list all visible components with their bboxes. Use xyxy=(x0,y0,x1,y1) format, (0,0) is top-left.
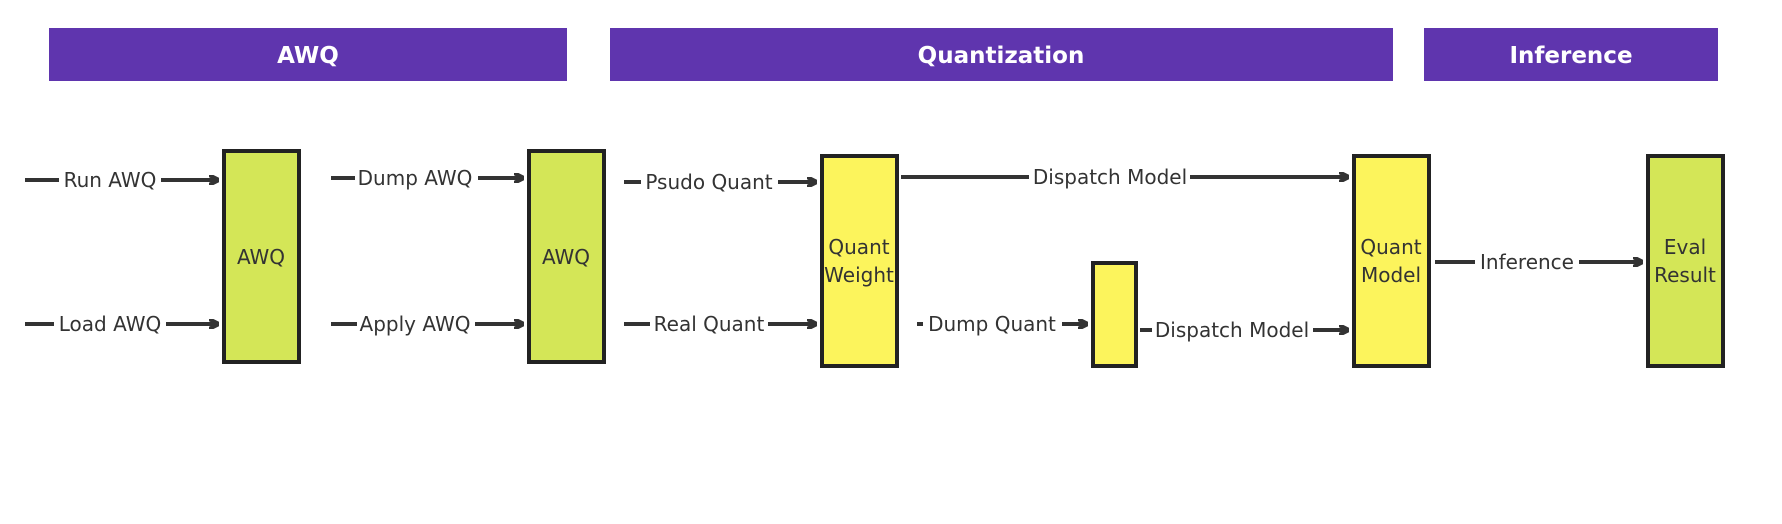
node-quant-model-label-line1: Quant xyxy=(1360,235,1421,259)
header-awq-label: AWQ xyxy=(277,43,339,69)
node-eval-result-label-line1: Eval xyxy=(1664,235,1706,259)
node-quant-weight-label-line1: Quant xyxy=(828,235,889,259)
node-quant-model: Quant Model xyxy=(1352,154,1431,368)
edge-load-awq: Load AWQ xyxy=(25,312,217,336)
node-quant-weight-label-line2: Weight xyxy=(824,263,894,287)
node-quant-weight: Quant Weight xyxy=(820,154,899,368)
node-quant-model-label-line2: Model xyxy=(1361,263,1421,287)
edge-dispatch-model-bottom-label: Dispatch Model xyxy=(1155,318,1309,342)
edge-dispatch-model-bottom: Dispatch Model xyxy=(1140,318,1347,342)
node-awq-1-label: AWQ xyxy=(237,245,285,269)
edge-psudo-quant-label: Psudo Quant xyxy=(645,170,772,194)
edge-run-awq-label: Run AWQ xyxy=(64,168,157,192)
header-inference-label: Inference xyxy=(1509,43,1632,69)
edge-dump-quant: Dump Quant xyxy=(917,312,1086,336)
edge-dump-awq-label: Dump AWQ xyxy=(358,166,473,190)
node-awq-2: AWQ xyxy=(527,149,606,364)
header-inference: Inference xyxy=(1424,28,1718,81)
edge-dump-awq: Dump AWQ xyxy=(331,166,522,190)
edge-real-quant-label: Real Quant xyxy=(654,312,765,336)
edge-inference-label: Inference xyxy=(1480,250,1574,274)
edge-dispatch-model-top-label: Dispatch Model xyxy=(1033,165,1187,189)
edge-psudo-quant: Psudo Quant xyxy=(624,170,815,194)
edge-dispatch-model-top: Dispatch Model xyxy=(901,165,1347,189)
edge-real-quant: Real Quant xyxy=(624,312,815,336)
header-awq: AWQ xyxy=(49,28,567,81)
edge-inference: Inference xyxy=(1435,250,1641,274)
node-eval-result: Eval Result xyxy=(1646,154,1725,368)
header-quantization: Quantization xyxy=(610,28,1393,81)
node-awq-1: AWQ xyxy=(222,149,301,364)
edge-run-awq: Run AWQ xyxy=(25,168,217,192)
edge-apply-awq: Apply AWQ xyxy=(331,312,522,336)
header-quantization-label: Quantization xyxy=(918,43,1085,69)
node-awq-2-label: AWQ xyxy=(542,245,590,269)
edge-load-awq-label: Load AWQ xyxy=(59,312,161,336)
edge-apply-awq-label: Apply AWQ xyxy=(360,312,471,336)
node-eval-result-label-line2: Result xyxy=(1654,263,1716,287)
edge-dump-quant-label: Dump Quant xyxy=(928,312,1056,336)
node-dump-quant-box xyxy=(1091,261,1138,368)
